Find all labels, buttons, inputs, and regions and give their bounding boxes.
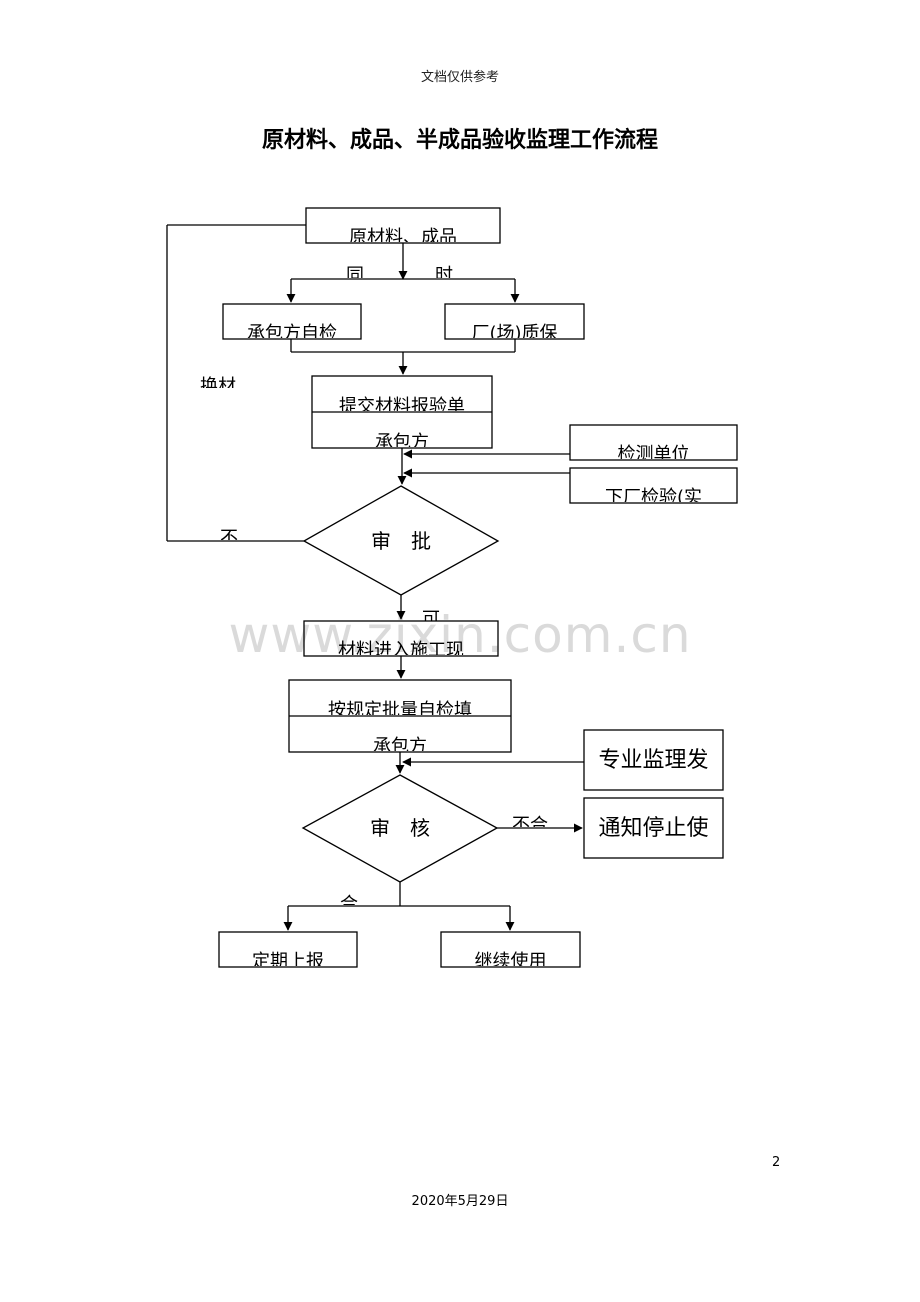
node-enter-site: 材料进入施工现: [338, 640, 464, 655]
node-continue-use: 继续使用: [474, 951, 547, 966]
node-factory-quality: 厂(场)质保: [471, 323, 558, 338]
edge-label-approve-yes: 可: [422, 609, 440, 621]
watermark: www.zixin.com.cn: [228, 606, 692, 664]
node-specialist-issue: 专业监理发: [598, 748, 709, 773]
page-number: 2: [772, 1155, 781, 1170]
node-submit-report: 提交材料报验单: [339, 396, 465, 411]
box-notify-stop: [583, 797, 724, 859]
node-testing-unit: 检测单位: [617, 444, 690, 459]
node-notify-stop: 通知停止使: [598, 816, 709, 841]
edge-label-unqualified: 不合: [512, 815, 548, 827]
box-regular-report: [218, 931, 358, 968]
edge-label-same-time: 同: [346, 265, 364, 278]
box-continue-use: [440, 931, 581, 968]
node-contractor-self-check: 承包方自检: [247, 323, 337, 338]
edge-label-same-time-right: 时: [435, 265, 453, 278]
box-contractor-self-check: [222, 303, 362, 340]
node-lab-sample: 下厂检验(实: [604, 487, 703, 502]
edge-label-qualified: 合: [340, 894, 358, 905]
box-testing-unit: [569, 424, 738, 461]
page-header: 文档仅供参考: [420, 70, 499, 85]
edge-label-change-material: 换材: [200, 376, 236, 388]
node-regular-report: 定期上报: [252, 951, 324, 966]
page-title: 原材料、成品、半成品验收监理工作流程: [261, 128, 658, 153]
node-periodic-report-by: 承包方: [373, 736, 427, 751]
node-submit-report-by: 承包方: [375, 432, 429, 447]
box-lab-sample: [569, 467, 738, 504]
edge-label-reject: 不: [220, 528, 238, 540]
box-specialist-issue: [583, 729, 724, 791]
node-approve: 审 批: [371, 529, 431, 553]
footer-date: 2020年5月29日: [411, 1194, 509, 1209]
node-review: 审 核: [370, 816, 430, 840]
node-periodic-report: 按规定批量自检填: [328, 700, 472, 715]
node-start: 原材料、成品: [349, 227, 457, 242]
